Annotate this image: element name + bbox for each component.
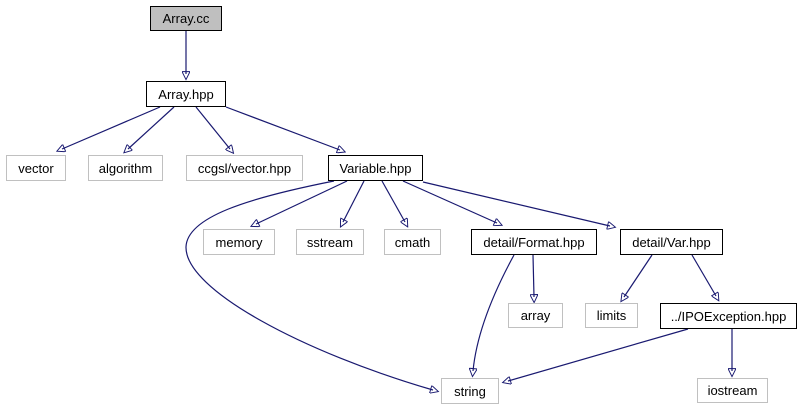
edge-variable-hpp-to-detail-format-hpp	[402, 180, 497, 223]
node-limits: limits	[585, 303, 638, 328]
edge-variable-hpp-to-memory	[256, 180, 348, 224]
edge-variable-hpp-to-detail-var-hpp	[422, 181, 610, 226]
edges-group	[62, 31, 732, 390]
node-detail-format-hpp[interactable]: detail/Format.hpp	[471, 229, 597, 255]
edge-ipoexception-hpp-to-string	[508, 328, 689, 381]
node-memory: memory	[203, 229, 275, 255]
node-cmath: cmath	[384, 229, 441, 255]
node-array-cc: Array.cc	[150, 6, 222, 31]
edge-variable-hpp-to-string	[185, 180, 433, 390]
edge-array-hpp-to-vector	[62, 106, 161, 149]
node-array-hpp[interactable]: Array.hpp	[146, 81, 226, 107]
edge-variable-hpp-to-cmath	[381, 180, 405, 222]
node-string: string	[441, 378, 499, 404]
edge-array-hpp-to-ccgsl-vector-hpp	[195, 106, 230, 149]
node-ipoexception-hpp[interactable]: ../IPOException.hpp	[660, 303, 797, 329]
edge-detail-var-hpp-to-limits	[624, 254, 653, 297]
edge-array-hpp-to-algorithm	[128, 106, 175, 149]
node-array: array	[508, 303, 563, 328]
edge-detail-format-hpp-to-string	[473, 254, 515, 371]
node-detail-var-hpp[interactable]: detail/Var.hpp	[620, 229, 723, 255]
edge-detail-format-hpp-to-array	[533, 254, 534, 297]
edge-variable-hpp-to-sstream	[343, 180, 365, 222]
node-sstream: sstream	[296, 229, 364, 255]
node-vector: vector	[6, 155, 66, 181]
node-ccgsl-vector-hpp: ccgsl/vector.hpp	[186, 155, 303, 181]
edge-detail-var-hpp-to-ipoexception-hpp	[691, 254, 716, 296]
edge-array-hpp-to-variable-hpp	[225, 106, 340, 150]
node-variable-hpp[interactable]: Variable.hpp	[328, 155, 423, 181]
node-algorithm: algorithm	[88, 155, 163, 181]
node-iostream: iostream	[697, 378, 768, 403]
